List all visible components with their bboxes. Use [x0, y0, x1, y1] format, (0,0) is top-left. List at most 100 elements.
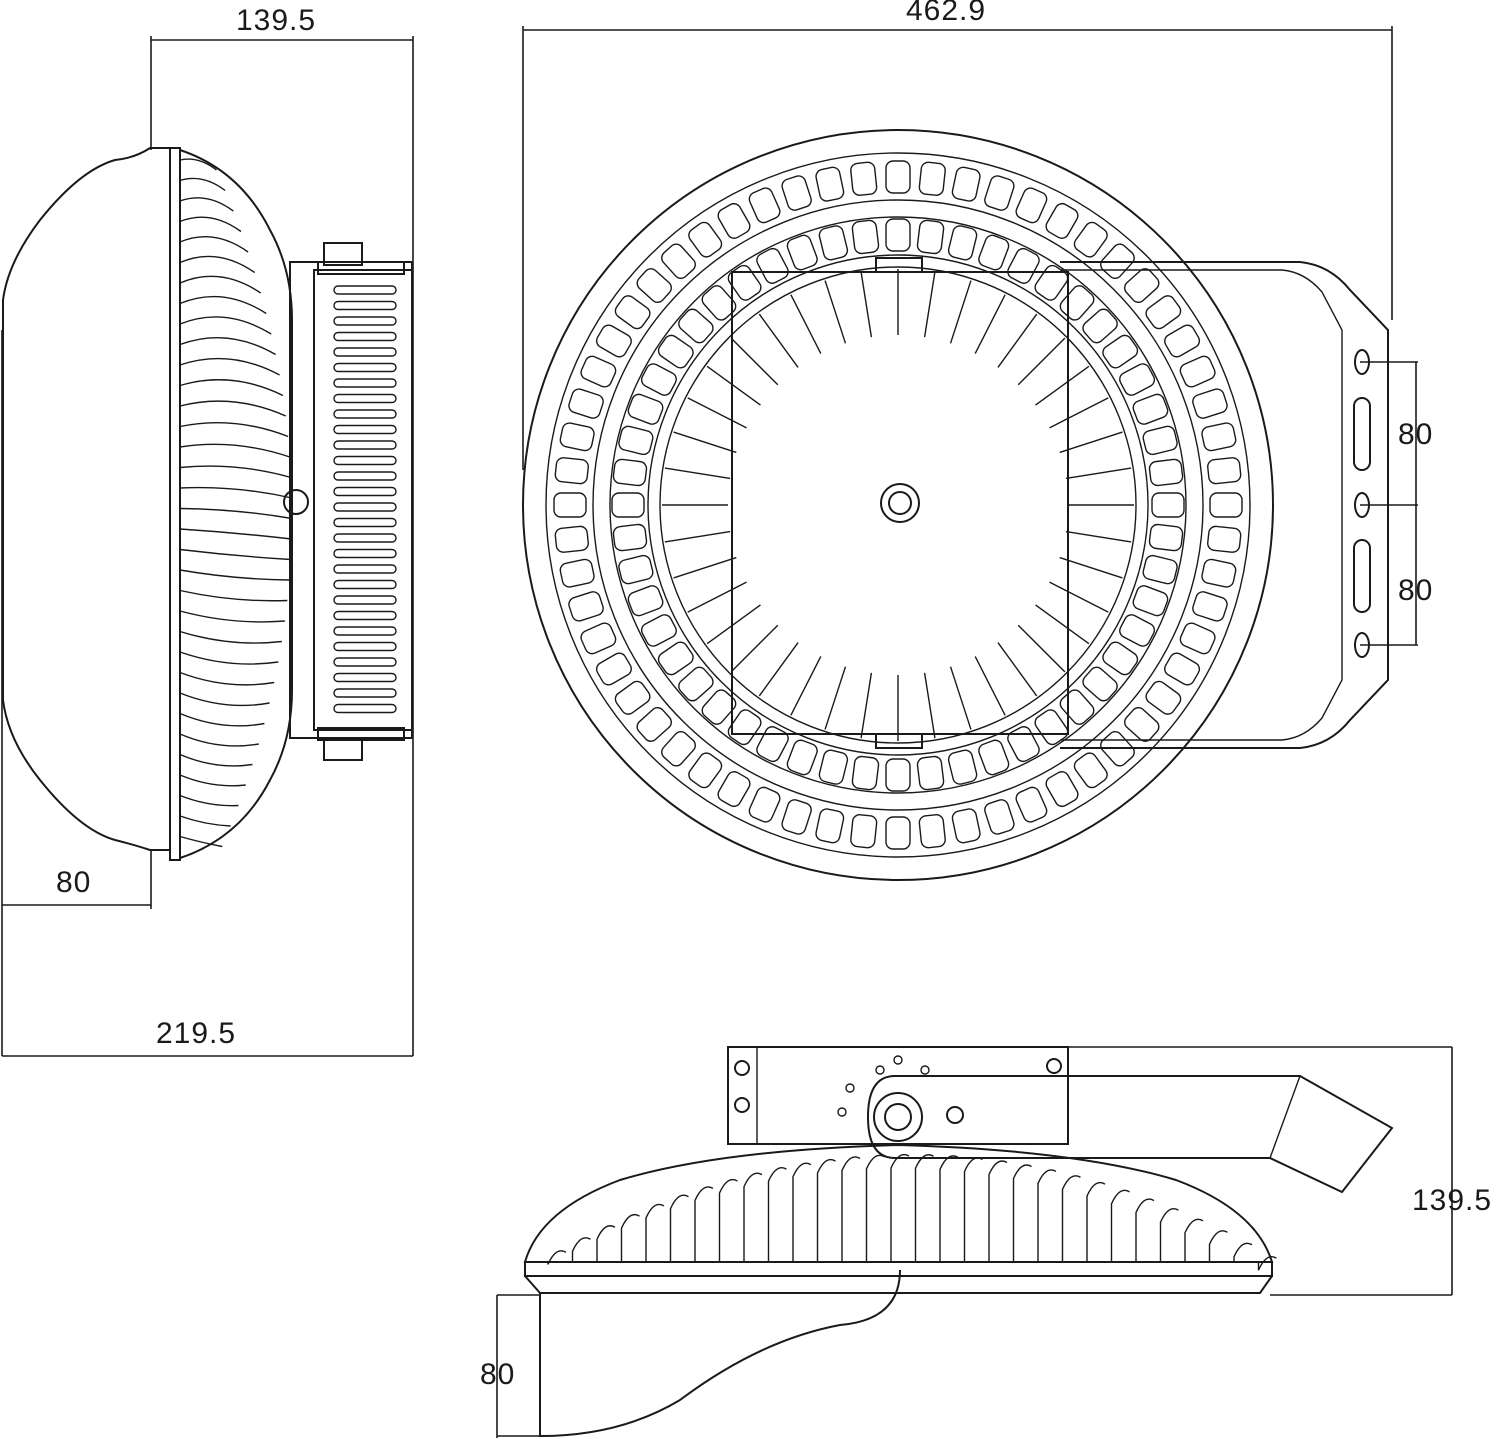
top-heatsink-spoke: [1065, 530, 1132, 543]
top-heatsink-spoke: [860, 672, 873, 739]
top-heatsink-cell: [818, 225, 849, 261]
top-driver-clip-bottom: [875, 733, 923, 749]
front-fin: [1208, 1230, 1228, 1262]
side-fin: [179, 692, 270, 707]
top-bracket-arm-inner: [1060, 269, 1343, 741]
front-lens-profile: [539, 1269, 901, 1438]
top-heatsink-spoke: [1035, 604, 1090, 645]
top-heatsink-cell: [1207, 457, 1242, 485]
side-fin: [179, 177, 226, 192]
top-heatsink-spoke: [824, 666, 847, 730]
side-fin: [179, 158, 217, 171]
top-heatsink-spoke: [687, 581, 747, 613]
top-heatsink-spoke: [974, 656, 1006, 716]
top-heatsink-cell: [678, 308, 714, 344]
top-heatsink-cell: [756, 726, 789, 763]
side-vent-slot: [333, 316, 397, 326]
top-heatsink-cell: [815, 808, 845, 844]
side-bolt-top: [323, 242, 363, 266]
top-heatsink-spoke: [790, 656, 822, 716]
top-heatsink-cell: [717, 771, 751, 808]
top-heatsink-cell: [951, 166, 981, 202]
top-heatsink-cell: [1132, 585, 1169, 617]
side-dimension-lines: [1, 36, 414, 1057]
front-fin: [939, 1155, 959, 1262]
front-hole-4: [845, 1083, 855, 1093]
front-fin: [890, 1153, 910, 1262]
side-fin: [179, 815, 231, 827]
front-dimension-lines: [496, 1046, 1453, 1438]
top-heatsink-spoke: [1049, 397, 1109, 429]
top-heatsink-cell: [947, 749, 978, 785]
top-heatsink-cell: [1148, 458, 1184, 487]
top-heatsink-spoke: [974, 294, 1006, 354]
top-heatsink-spoke: [664, 530, 731, 543]
top-bracket-arm: [1060, 261, 1389, 749]
front-fin: [1012, 1164, 1032, 1262]
top-heatsink-cell: [1100, 731, 1135, 767]
side-fin: [179, 548, 291, 561]
front-fin: [792, 1162, 812, 1262]
top-heatsink-cell: [885, 758, 911, 792]
front-screw-3: [1046, 1058, 1062, 1074]
side-bolt-bottom: [323, 737, 363, 761]
side-fin: [179, 630, 282, 644]
top-heatsink-cell: [618, 554, 654, 585]
front-fin: [547, 1250, 567, 1265]
top-heatsink-spoke: [758, 313, 799, 368]
side-fin: [179, 753, 253, 767]
side-view: 139.5 80 219.5: [1, 4, 414, 1057]
top-heatsink-cell: [978, 739, 1010, 776]
front-fin: [645, 1203, 665, 1262]
top-heatsink-cells: [553, 160, 1243, 850]
top-heatsink-cell: [1164, 324, 1201, 358]
top-heatsink-cell: [947, 225, 978, 261]
side-vent-slot: [333, 378, 397, 388]
top-heatsink-cell: [1073, 221, 1108, 258]
top-heatsink-cell: [1045, 771, 1079, 808]
dim-front-offset: 80: [480, 1358, 515, 1391]
side-vent-slot: [333, 486, 397, 497]
top-heatsink-cell: [786, 739, 818, 776]
side-fin: [179, 357, 280, 376]
side-vent-slot: [333, 672, 397, 683]
side-fin: [179, 569, 290, 581]
front-heatsink-outline: [523, 1143, 1274, 1263]
top-heatsink-spoke: [949, 280, 972, 344]
top-heatsink-cell: [568, 591, 604, 622]
side-fin: [179, 589, 288, 602]
side-vent-slot: [333, 564, 397, 574]
top-heatsink-cell: [554, 525, 589, 553]
front-fin: [1159, 1207, 1179, 1262]
top-heatsink-cell: [1179, 355, 1216, 388]
top-heatsink-spoke: [1059, 556, 1123, 579]
front-fin: [841, 1156, 861, 1262]
top-heatsink-spoke: [664, 467, 731, 480]
side-vent-slot: [333, 579, 397, 590]
top-heatsink-cell: [1102, 641, 1139, 676]
front-fin: [1135, 1198, 1155, 1262]
top-dimension-lines: [522, 26, 1418, 646]
side-fin: [179, 421, 289, 438]
top-heatsink-cell: [1015, 786, 1048, 823]
top-heatsink-spoke: [923, 271, 936, 338]
front-hole-5: [837, 1107, 847, 1117]
top-heatsink-spoke: [1065, 467, 1132, 480]
front-fin: [694, 1186, 714, 1262]
top-heatsink-cell: [580, 622, 617, 655]
top-heatsink-cell: [1151, 492, 1185, 518]
top-heatsink-cell: [1201, 422, 1237, 452]
side-vent-slot: [333, 610, 397, 621]
top-driver-clip-top: [875, 257, 923, 273]
side-vent-slot: [333, 362, 397, 373]
top-center-knob-outer: [880, 483, 920, 523]
side-fin: [179, 486, 292, 499]
side-fin: [179, 733, 259, 747]
side-fin: [179, 465, 292, 479]
side-vent-slot: [333, 548, 397, 559]
side-vent-slot: [333, 285, 397, 295]
top-heatsink-cell: [786, 234, 818, 271]
top-heatsink-spoke: [997, 313, 1038, 368]
top-heatsink-cell: [661, 731, 696, 767]
top-heatsink-cell: [1082, 666, 1118, 702]
